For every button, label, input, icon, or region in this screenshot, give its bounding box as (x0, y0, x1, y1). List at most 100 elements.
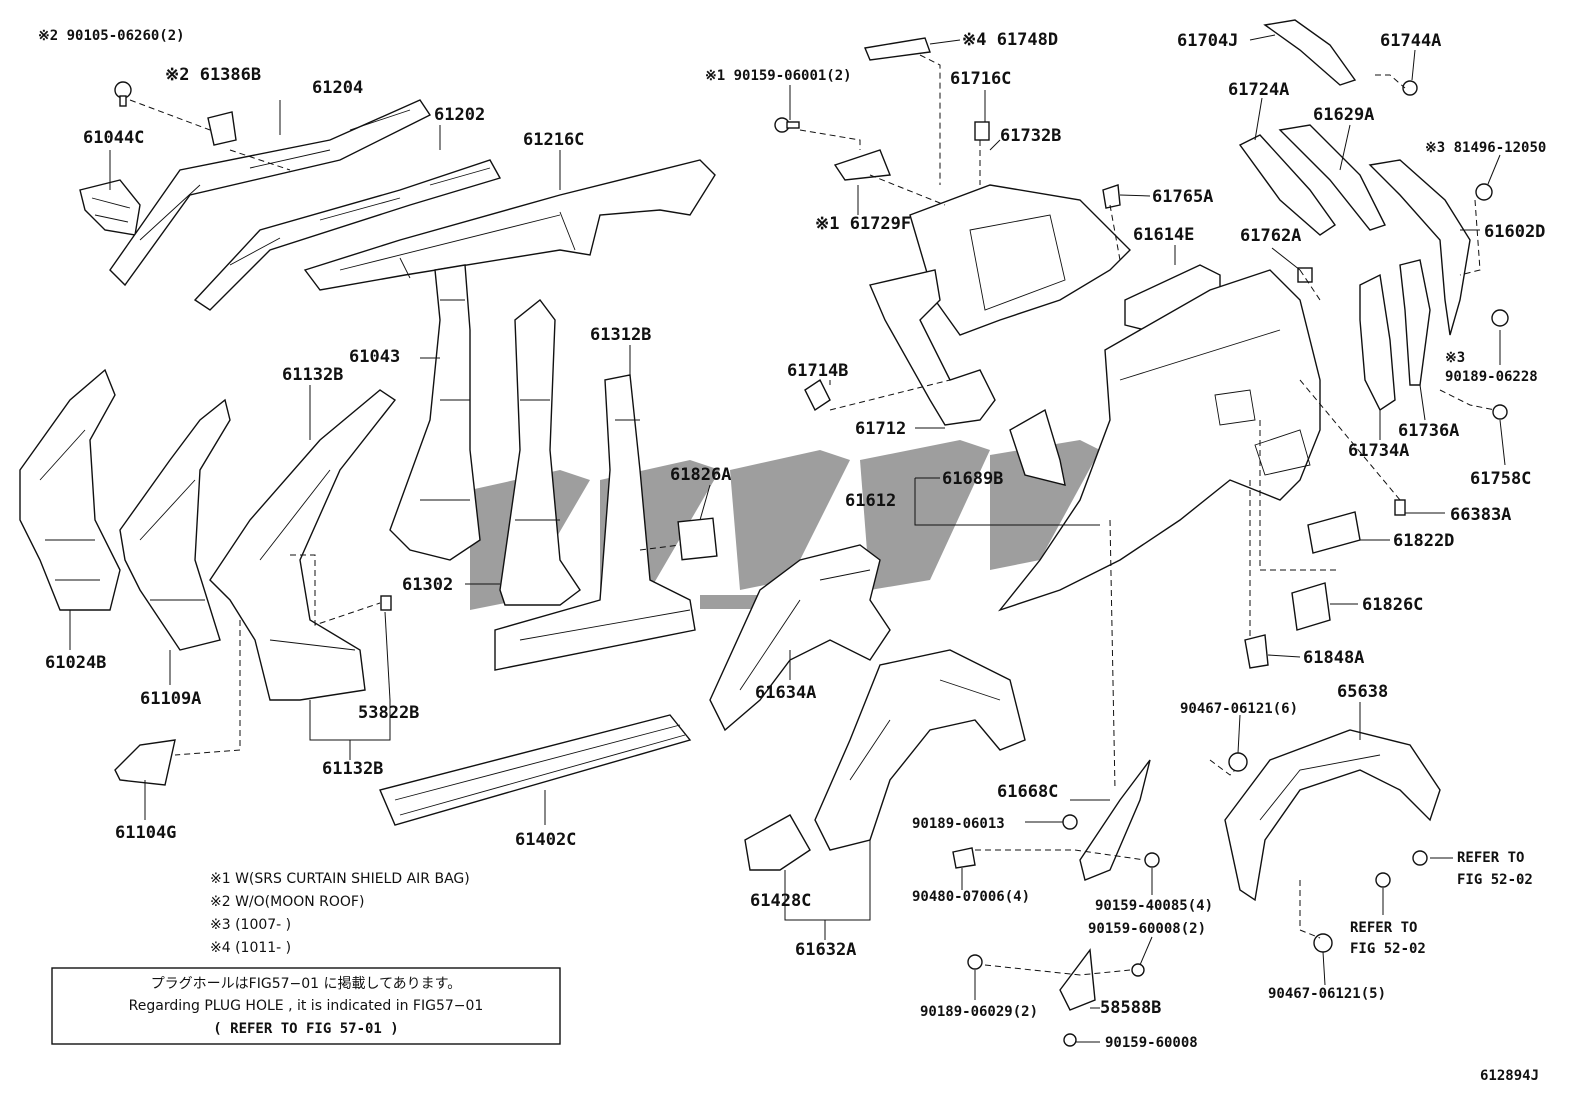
label-61202: 61202 (434, 105, 485, 125)
label-90480-07006: 90480-07006(4) (912, 889, 1030, 905)
label-61748D: ※4 61748D (962, 30, 1058, 50)
part-65638[interactable] (1224, 729, 1441, 902)
part-61716C[interactable] (974, 121, 990, 141)
label-61109A: 61109A (140, 689, 201, 709)
label-90159-60008: 90159-60008 (1105, 1035, 1198, 1051)
label-61765A: 61765A (1152, 187, 1213, 207)
bolt-refer-1[interactable] (1412, 850, 1428, 866)
label-61744A: 61744A (1380, 31, 1441, 51)
part-61748D[interactable] (864, 37, 931, 61)
label-61689B: 61689B (942, 469, 1003, 489)
part-61826C[interactable] (1291, 582, 1331, 631)
label-61712: 61712 (855, 419, 906, 439)
label-90189-06029: 90189-06029(2) (920, 1004, 1038, 1020)
label-61826A: 61826A (670, 465, 731, 485)
label-81496-12050: ※3 81496-12050 (1425, 140, 1546, 156)
label-90467-06121-5: 90467-06121(5) (1268, 986, 1386, 1002)
note-4: ※4 (1011- ) (210, 940, 291, 956)
part-66383A[interactable] (1394, 499, 1406, 516)
part-61714B[interactable] (804, 378, 831, 412)
part-61302[interactable] (499, 299, 581, 606)
part-61732B[interactable] (909, 184, 1131, 336)
part-61312B[interactable] (494, 374, 696, 671)
part-61043[interactable] (389, 264, 481, 561)
part-61428C[interactable] (744, 814, 811, 871)
part-53822B[interactable] (380, 595, 392, 611)
part-61736A[interactable] (1399, 259, 1431, 386)
label-61312B: 61312B (590, 325, 651, 345)
label-refer-2b[interactable]: FIG 52-02 (1350, 941, 1426, 957)
clip-81496-12050[interactable] (1475, 183, 1493, 201)
label-61714B: 61714B (787, 361, 848, 381)
part-61848A[interactable] (1244, 634, 1269, 669)
label-61724A: 61724A (1228, 80, 1289, 100)
label-61132B-bottom: 61132B (322, 759, 383, 779)
clip-90467-06121-5[interactable] (1313, 933, 1333, 953)
part-61724A[interactable] (1238, 134, 1336, 236)
label-65638: 65638 (1337, 682, 1388, 702)
label-61634A: 61634A (755, 683, 816, 703)
part-61024B[interactable] (19, 368, 121, 611)
label-61632A: 61632A (795, 940, 856, 960)
label-refer-1a[interactable]: REFER TO (1457, 850, 1524, 866)
box-line-2: Regarding PLUG HOLE , it is indicated in… (129, 998, 484, 1014)
label-90189-06228: 90189-06228 (1445, 369, 1538, 385)
part-61202[interactable] (193, 159, 502, 311)
note-3: ※3 (1007- ) (210, 917, 291, 933)
label-refer-2a[interactable]: REFER TO (1350, 920, 1417, 936)
label-61614E: 61614E (1133, 225, 1194, 245)
label-61762A: 61762A (1240, 226, 1301, 246)
part-61216C[interactable] (303, 159, 716, 291)
part-61109A[interactable] (119, 398, 231, 651)
label-66383A: 66383A (1450, 505, 1511, 525)
label-58588B: 58588B (1100, 998, 1161, 1018)
label-90467-06121-6: 90467-06121(6) (1180, 701, 1298, 717)
part-61402C[interactable] (379, 714, 692, 826)
plug-hole-note-box: プラグホールはFIG57−01 に掲載してあります。 Regarding PLU… (51, 967, 561, 1045)
box-line-1: プラグホールはFIG57−01 に掲載してあります。 (151, 976, 462, 992)
part-61204[interactable] (109, 99, 432, 287)
part-61634A[interactable] (709, 544, 891, 732)
label-61386B: ※2 61386B (165, 65, 261, 85)
note-1: ※1 W(SRS CURTAIN SHIELD AIR BAG) (210, 871, 470, 887)
clip-61758C[interactable] (1492, 404, 1508, 420)
bolt-90105-06260[interactable] (114, 81, 132, 107)
label-61848A: 61848A (1303, 648, 1364, 668)
bolt-refer-2[interactable] (1375, 872, 1391, 888)
part-61689B[interactable] (1009, 408, 1066, 486)
label-61428C: 61428C (750, 891, 811, 911)
label-61734A: 61734A (1348, 441, 1409, 461)
label-61402C: 61402C (515, 830, 576, 850)
part-61734A[interactable] (1359, 273, 1396, 412)
label-61302: 61302 (402, 575, 453, 595)
part-61668C[interactable] (1079, 759, 1151, 881)
part-labels: ※2 90105-06260(2) ※2 61386B 61204 61044C… (38, 28, 1546, 1051)
label-90159-60008-2: 90159-60008(2) (1088, 921, 1206, 937)
label-refer-1b[interactable]: FIG 52-02 (1457, 872, 1533, 888)
fasteners-bottom[interactable] (952, 814, 1160, 1047)
part-61765A[interactable] (1102, 184, 1121, 209)
label-90159-06001: ※1 90159-06001(2) (705, 68, 852, 84)
part-61386B[interactable] (207, 111, 237, 146)
bolt-90159-06001[interactable] (774, 117, 800, 133)
box-line-3[interactable]: ( REFER TO FIG 57-01 ) (213, 1021, 398, 1037)
note-2: ※2 W/O(MOON ROOF) (210, 894, 364, 910)
part-61629A[interactable] (1278, 124, 1386, 231)
part-61602D[interactable] (1368, 159, 1471, 336)
part-61104G[interactable] (114, 739, 176, 786)
label-61612: 61612 (845, 491, 896, 511)
part-61729F[interactable] (833, 149, 891, 181)
leader-lines (69, 34, 1506, 1043)
part-61826A[interactable] (677, 517, 718, 561)
part-61704J[interactable] (1263, 19, 1357, 86)
part-61132B[interactable] (209, 389, 397, 701)
clip-90189-06228[interactable] (1491, 309, 1509, 327)
label-61704J: 61704J (1177, 31, 1238, 51)
figure-id: 612894J (1480, 1068, 1539, 1084)
clip-90467-06121-6[interactable] (1228, 752, 1248, 772)
part-61822D[interactable] (1307, 511, 1361, 554)
clip-61744A[interactable] (1402, 80, 1418, 96)
label-61024B: 61024B (45, 653, 106, 673)
